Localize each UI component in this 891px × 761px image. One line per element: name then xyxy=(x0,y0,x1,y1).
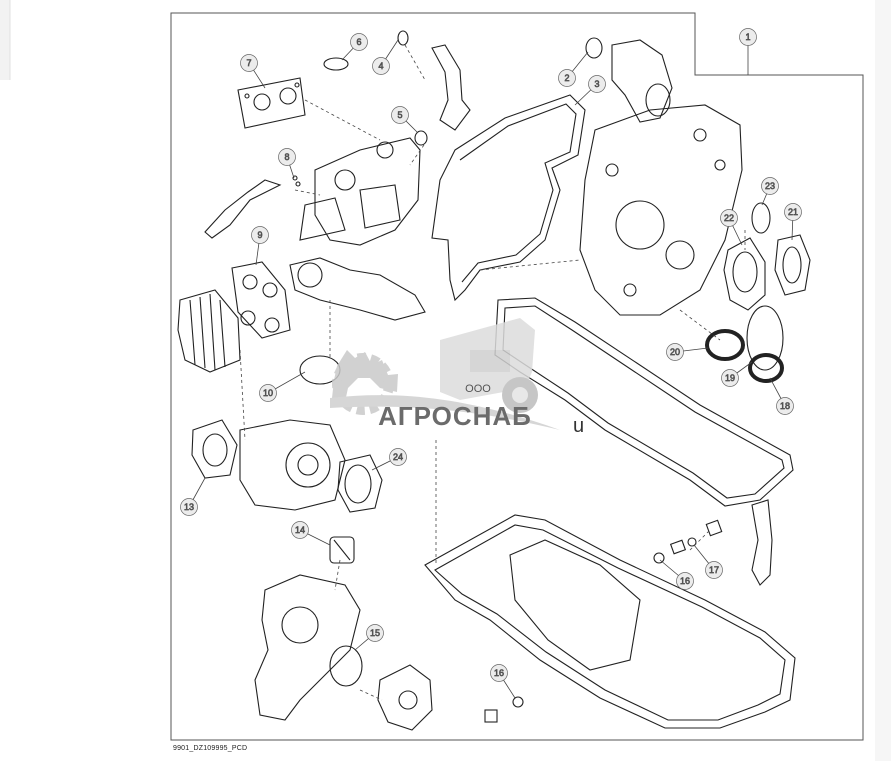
callout-bubble xyxy=(720,209,738,227)
oil-pan xyxy=(424,514,796,729)
callout-label: 21 xyxy=(788,207,798,217)
callout-23: 23 xyxy=(761,177,779,206)
callout-label: 5 xyxy=(397,110,402,120)
callout-label: 18 xyxy=(780,401,790,411)
callout-bubble xyxy=(784,203,802,221)
callout-20: 20 xyxy=(666,343,709,361)
callout-bubble xyxy=(558,69,576,87)
callout-label: 7 xyxy=(246,58,251,68)
callout-bubble xyxy=(240,54,258,72)
callout-7: 7 xyxy=(240,54,266,89)
callout-bubble xyxy=(350,33,368,51)
callout-13: 13 xyxy=(180,477,206,516)
callout-bubble xyxy=(705,561,723,579)
callout-3: 3 xyxy=(574,75,606,106)
callout-16: 16 xyxy=(659,559,694,590)
o-ring xyxy=(323,57,349,71)
watermark-company: АГРОСНАБ xyxy=(378,401,532,431)
front-cover xyxy=(579,104,743,316)
callout-15: 15 xyxy=(354,624,384,651)
callout-2: 2 xyxy=(558,51,589,87)
callout-label: 14 xyxy=(295,525,305,535)
callout-bubble xyxy=(761,177,779,195)
callout-bubble xyxy=(278,148,296,166)
callout-1: 1 xyxy=(739,28,757,75)
callout-label: 10 xyxy=(263,388,273,398)
callout-label: 20 xyxy=(670,347,680,357)
callout-label: 22 xyxy=(724,213,734,223)
flange-gasket xyxy=(237,77,306,129)
watermark-prefix: ООО xyxy=(465,383,491,395)
callout-6: 6 xyxy=(341,33,368,61)
callout-9: 9 xyxy=(251,226,269,266)
oil-cooler xyxy=(177,289,241,373)
callout-16: 16 xyxy=(490,664,516,699)
callout-24: 24 xyxy=(371,448,407,471)
callout-21: 21 xyxy=(784,203,802,241)
callout-18: 18 xyxy=(769,377,794,415)
oil-pan-gasket xyxy=(494,297,794,507)
callout-label: 24 xyxy=(393,452,403,462)
watermark-logo xyxy=(330,318,560,430)
callout-label: 8 xyxy=(284,152,289,162)
callout-17: 17 xyxy=(693,544,723,579)
callout-label: 1 xyxy=(745,32,750,42)
callout-5: 5 xyxy=(391,106,419,134)
callout-22: 22 xyxy=(720,209,743,246)
callout-label: 13 xyxy=(184,502,194,512)
watermark-suffix: u xyxy=(573,415,584,437)
callout-bubble xyxy=(490,664,508,682)
callout-19: 19 xyxy=(721,361,753,387)
callout-bubble xyxy=(739,28,757,46)
callout-label: 9 xyxy=(257,230,262,240)
callout-bubble xyxy=(372,57,390,75)
callout-bubble xyxy=(721,369,739,387)
callout-10: 10 xyxy=(259,371,306,402)
callout-label: 19 xyxy=(725,373,735,383)
callout-label: 17 xyxy=(709,565,719,575)
callout-bubble xyxy=(251,226,269,244)
callout-bubble xyxy=(389,448,407,466)
cover-gasket xyxy=(431,94,586,302)
callout-label: 3 xyxy=(594,79,599,89)
callout-bubble xyxy=(676,572,694,590)
callout-label: 23 xyxy=(765,181,775,191)
callout-label: 6 xyxy=(356,37,361,47)
callout-label: 2 xyxy=(564,73,569,83)
callout-4: 4 xyxy=(372,39,399,75)
callout-label: 4 xyxy=(378,61,383,71)
diagram-frame xyxy=(170,12,864,741)
callout-bubble xyxy=(776,397,794,415)
callout-label: 16 xyxy=(680,576,690,586)
callout-bubble xyxy=(259,384,277,402)
callout-bubble xyxy=(391,106,409,124)
callout-bubble xyxy=(666,343,684,361)
diagram-caption: 9901_DZ109995_PCD xyxy=(173,745,248,752)
callout-14: 14 xyxy=(291,521,331,546)
callout-bubble xyxy=(180,498,198,516)
callout-bubble xyxy=(366,624,384,642)
callout-bubble xyxy=(291,521,309,539)
callout-8: 8 xyxy=(278,148,296,179)
callout-label: 15 xyxy=(370,628,380,638)
callout-bubble xyxy=(588,75,606,93)
callout-label: 16 xyxy=(494,668,504,678)
